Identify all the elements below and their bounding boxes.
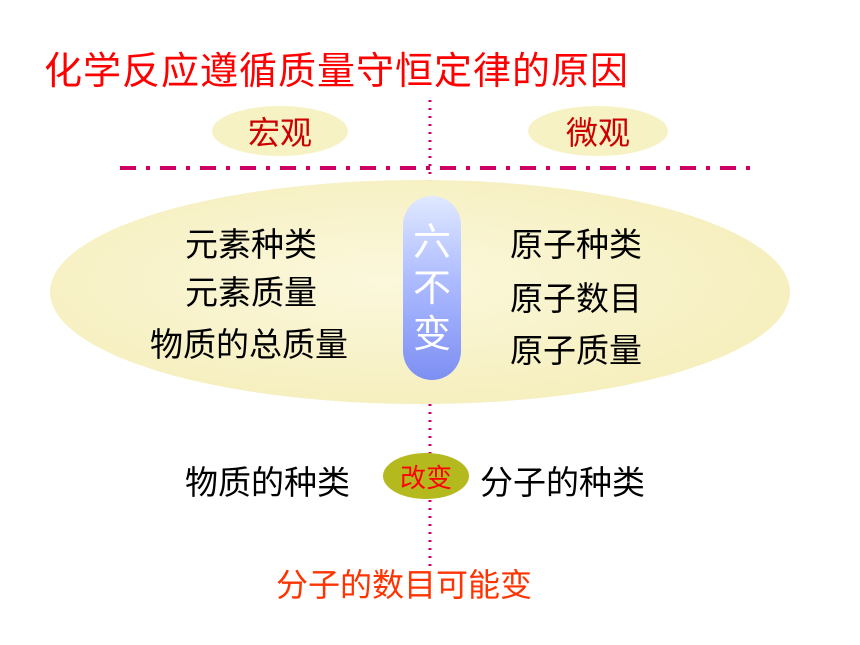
capsule-char-2: 不: [412, 266, 451, 310]
changed-badge-label: 改变: [399, 463, 452, 494]
capsule-char-3: 变: [412, 312, 451, 356]
micro-item-atom-number: 原子数目: [510, 279, 642, 318]
macro-item-element-mass: 元素质量: [185, 273, 317, 312]
changed-badge: 改变: [383, 453, 469, 499]
capsule-char-1: 六: [412, 220, 451, 264]
micro-item-atom-type: 原子种类: [510, 225, 642, 264]
micro-item-atom-mass: 原子质量: [510, 331, 642, 370]
six-unchanged-capsule: 六 不 变: [403, 196, 461, 380]
page-title: 化学反应遵循质量守恒定律的原因: [44, 49, 630, 93]
macro-item-element-type: 元素种类: [185, 225, 317, 264]
macro-label: 宏观: [212, 106, 348, 156]
macro-item-total-mass: 物质的总质量: [150, 325, 348, 364]
micro-label: 微观: [528, 106, 668, 156]
may-change-text: 分子的数目可能变: [276, 566, 533, 604]
changed-left-text: 物质的种类: [185, 463, 350, 502]
changed-right-text: 分子的种类: [480, 463, 645, 502]
